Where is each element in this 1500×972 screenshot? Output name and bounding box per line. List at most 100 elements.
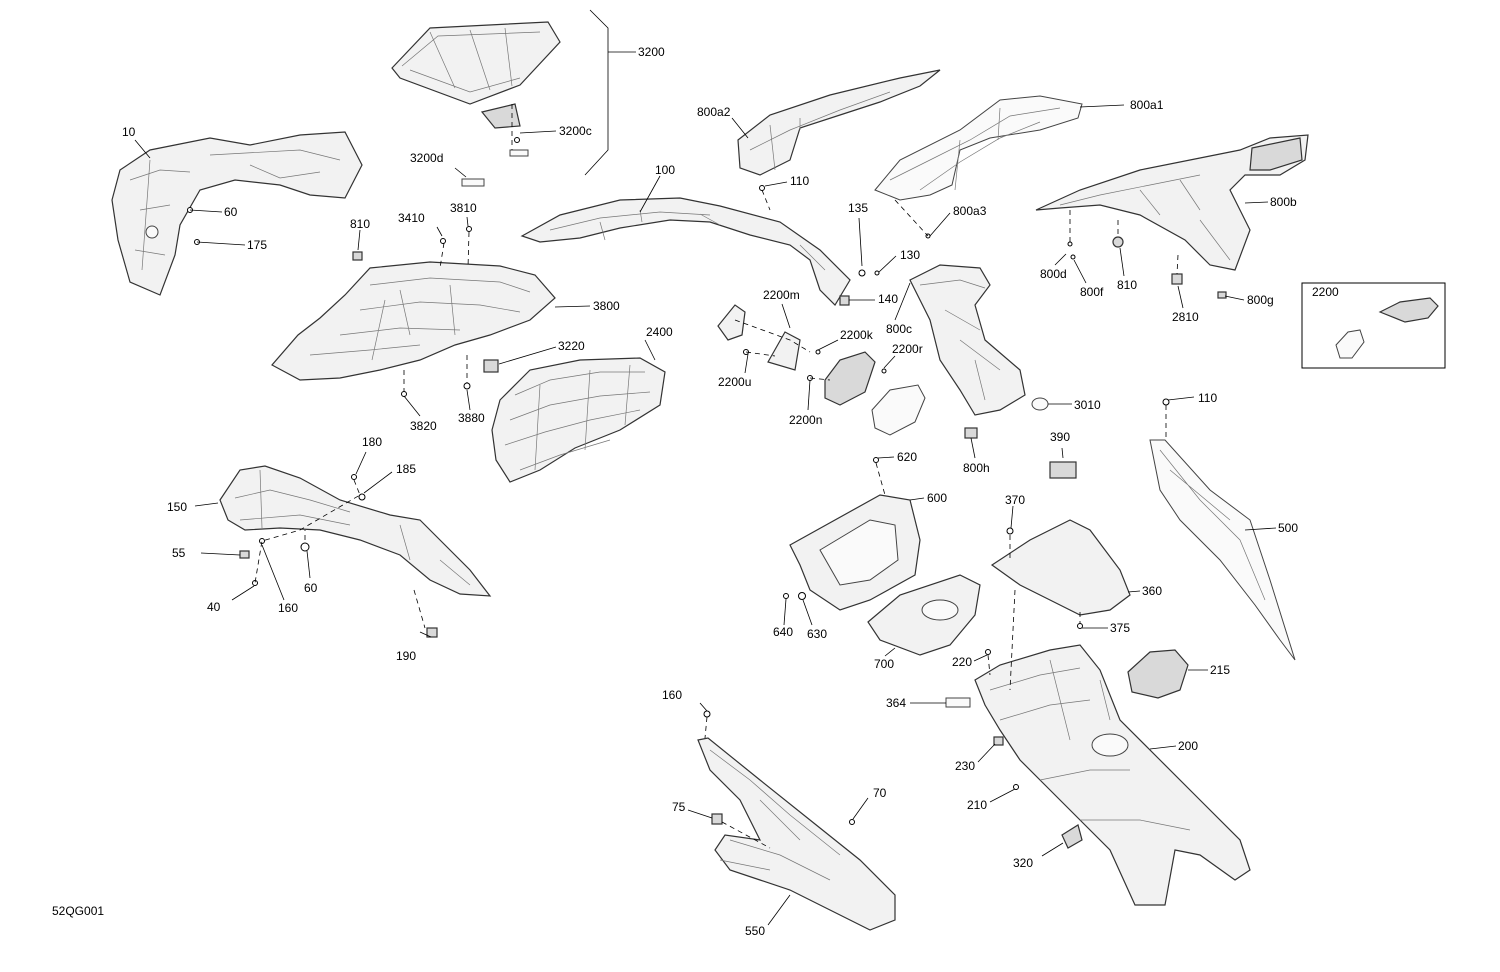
callout-2200u: 2200u	[718, 375, 751, 389]
part-810-grommet	[1112, 236, 1124, 248]
callout-620: 620	[897, 450, 917, 464]
callout-140: 140	[878, 292, 898, 306]
callout-160: 160	[278, 601, 298, 615]
callout-370: 370	[1005, 493, 1025, 507]
part-800c-housing	[909, 264, 1049, 439]
callout-135: 135	[848, 201, 868, 215]
callout-190: 190	[396, 649, 416, 663]
callout-800h: 800h	[963, 461, 990, 475]
callout-3820: 3820	[410, 419, 437, 433]
callout-800b: 800b	[1270, 195, 1297, 209]
part-215-cover	[1127, 649, 1189, 699]
callout-40: 40	[207, 600, 221, 614]
callout-800f: 800f	[1080, 285, 1104, 299]
part-10-fender	[111, 131, 363, 296]
callout-60: 60	[224, 205, 238, 219]
part-600-frame	[789, 494, 921, 611]
callout-360: 360	[1142, 584, 1162, 598]
callout-2200k: 2200k	[840, 328, 874, 342]
callout-320: 320	[1013, 856, 1033, 870]
callout-810: 810	[350, 217, 370, 231]
part-150-side-cover	[219, 465, 492, 597]
callout-640: 640	[773, 625, 793, 639]
callout-230: 230	[955, 759, 975, 773]
callout-75: 75	[672, 800, 686, 814]
callout-180: 180	[362, 435, 382, 449]
callout-2200m: 2200m	[763, 288, 800, 302]
callout-3200: 3200	[638, 45, 665, 59]
part-3200-cushion	[391, 21, 561, 187]
callout-700: 700	[874, 657, 894, 671]
callout-55: 55	[172, 546, 186, 560]
diagram-id: 52QG001	[52, 904, 104, 918]
part-800a2-deflector	[737, 69, 941, 176]
bracket-3200	[584, 9, 609, 176]
part-2200-mirror-frame	[824, 351, 876, 406]
callout-3200c: 3200c	[559, 124, 592, 138]
part-390-cap	[1049, 461, 1077, 479]
callout-3410: 3410	[398, 211, 425, 225]
callout-2400: 2400	[646, 325, 673, 339]
callout-3200d: 3200d	[410, 151, 443, 165]
callout-210: 210	[967, 798, 987, 812]
callout-500: 500	[1278, 521, 1298, 535]
part-2810-clip	[1171, 273, 1183, 285]
part-2200-bracket-b	[767, 331, 801, 371]
assembly-lines	[254, 104, 1179, 849]
part-3200c-pad	[509, 149, 529, 157]
callout-110-b: 110	[1198, 391, 1217, 405]
callout-2810: 2810	[1172, 310, 1199, 324]
callout-800g: 800g	[1247, 293, 1274, 307]
part-2400-instrument	[491, 357, 666, 483]
callout-390: 390	[1050, 430, 1070, 444]
callout-160-b: 160	[662, 688, 682, 702]
callout-185: 185	[396, 462, 416, 476]
callout-3010: 3010	[1074, 398, 1101, 412]
callout-3800: 3800	[593, 299, 620, 313]
callout-200: 200	[1178, 739, 1198, 753]
part-800b-fairing	[1035, 134, 1309, 285]
callout-labels: 10 60 175 3200 3200c 3200d 810 3410 3810…	[52, 45, 1339, 938]
part-75-clip	[711, 813, 723, 825]
callout-550: 550	[745, 924, 765, 938]
callout-800a1: 800a1	[1130, 98, 1164, 112]
callout-2200n: 2200n	[789, 413, 822, 427]
callout-2200: 2200	[1312, 285, 1339, 299]
callout-3810: 3810	[450, 201, 477, 215]
part-700-panel	[867, 574, 981, 656]
callout-375: 375	[1110, 621, 1130, 635]
callout-110: 110	[790, 174, 809, 188]
callout-60-b: 60	[304, 581, 318, 595]
callout-364: 364	[886, 696, 906, 710]
part-360-console	[990, 461, 1131, 616]
callout-600: 600	[927, 491, 947, 505]
part-2200-bracket-a	[717, 304, 746, 341]
callout-175: 175	[247, 238, 267, 252]
part-200-tunnel	[945, 644, 1251, 906]
callout-100: 100	[655, 163, 675, 177]
inset-box-2200	[1301, 282, 1446, 369]
callout-70: 70	[873, 786, 887, 800]
part-2200-mirror-glass	[871, 384, 926, 436]
part-500-side-panel	[1149, 439, 1296, 661]
callout-3220: 3220	[558, 339, 585, 353]
part-3010-knob	[1031, 397, 1049, 411]
part-320-clip	[1061, 824, 1083, 849]
callout-150: 150	[167, 500, 187, 514]
callout-800a2: 800a2	[697, 105, 731, 119]
part-800h-clip	[964, 427, 978, 439]
callout-2200r: 2200r	[892, 342, 923, 356]
callout-130: 130	[900, 248, 920, 262]
callout-3880: 3880	[458, 411, 485, 425]
part-3200d-pad	[461, 178, 485, 187]
part-100-dash-panel	[520, 197, 851, 306]
callout-800d: 800d	[1040, 267, 1067, 281]
part-3800-storage	[271, 261, 556, 381]
callout-215: 215	[1210, 663, 1230, 677]
callout-800a3: 800a3	[953, 204, 987, 218]
callout-220: 220	[952, 655, 972, 669]
inset-2200-parts	[1335, 297, 1439, 359]
callout-810-b: 810	[1117, 278, 1137, 292]
